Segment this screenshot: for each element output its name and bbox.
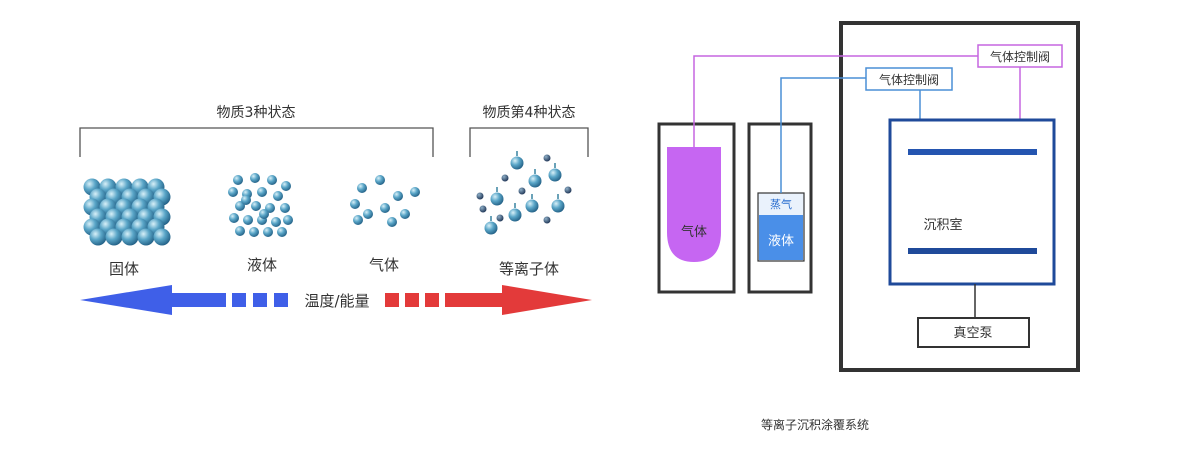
red-arrow <box>445 285 592 315</box>
gas-particles <box>350 175 420 227</box>
gas-control-valve-right <box>977 44 1063 68</box>
three-states-bracket <box>79 127 434 157</box>
liquid-particle <box>267 175 277 185</box>
red-dash-1 <box>385 293 399 307</box>
solid-particle <box>153 228 171 246</box>
liquid-particle <box>283 215 293 225</box>
plasma-particles <box>476 151 572 235</box>
solid-particle <box>105 228 123 246</box>
plasma-ion <box>548 168 562 182</box>
vapor-line <box>780 77 866 193</box>
solid-particle <box>137 228 155 246</box>
gas-tube-label: 气体 <box>681 224 707 240</box>
plasma-electron <box>476 192 484 200</box>
liquid-particle <box>243 215 253 225</box>
plasma-electron <box>501 174 509 182</box>
plasma-electron <box>496 214 504 222</box>
gas-particle <box>375 175 385 185</box>
liquid-particle <box>257 187 267 197</box>
vapor-label: 蒸气 <box>770 197 792 211</box>
plasma-electron <box>543 154 551 162</box>
gas-tube <box>667 147 721 262</box>
red-dash-2 <box>405 293 419 307</box>
liquid-particle <box>228 187 238 197</box>
gas-particle <box>380 203 390 213</box>
plasma-electron <box>543 216 551 224</box>
gas-line <box>693 55 978 147</box>
liquid-particle <box>233 175 243 185</box>
liquid-particle <box>273 191 283 201</box>
liquid-label: 液体 <box>247 256 277 274</box>
solid-label: 固体 <box>109 260 139 278</box>
blue-dash-1 <box>232 293 246 307</box>
liquid-particle <box>277 227 287 237</box>
blue-arrow <box>80 285 226 315</box>
gas-control-valve-left-label: 气体控制阀 <box>879 72 939 87</box>
fourth-state-bracket <box>469 127 589 157</box>
liquid-particles <box>228 173 293 237</box>
temperature-energy-label: 温度/能量 <box>304 292 369 310</box>
gas-particle <box>387 217 397 227</box>
vacuum-pump <box>917 317 1030 348</box>
fourth-state-label: 物质第4种状态 <box>483 104 576 121</box>
liquid-particle <box>271 217 281 227</box>
plasma-ion <box>508 208 522 222</box>
deposition-system-panel: 气体 蒸气 液体 气体控制阀 气体控制阀 沉积室 真空泵 等离子沉积涂覆系统 <box>657 21 1080 432</box>
red-dash-3 <box>425 293 439 307</box>
liquid-particle <box>250 173 260 183</box>
plasma-ion <box>528 174 542 188</box>
temperature-energy-arrow: 温度/能量 <box>80 285 592 315</box>
gas-control-valve-left <box>865 67 953 91</box>
gas-label: 气体 <box>369 256 399 274</box>
plasma-ion <box>525 199 539 213</box>
liquid-particle <box>259 209 269 219</box>
gas-particle <box>350 199 360 209</box>
gas-particle <box>357 183 367 193</box>
three-states-label: 物质3种状态 <box>217 105 296 121</box>
gas-particle <box>363 209 373 219</box>
liquid-vessel-label: 液体 <box>768 234 794 249</box>
liquid-particle <box>235 226 245 236</box>
states-of-matter-panel: 物质3种状态 物质第4种状态 固体 液体 气体 等离子体 温度/能量 <box>79 104 592 315</box>
plasma-electron <box>564 186 572 194</box>
gas-particle <box>353 215 363 225</box>
plasma-electron <box>518 187 526 195</box>
solid-particle <box>89 228 107 246</box>
plasma-ion <box>510 156 524 170</box>
liquid-particle <box>280 203 290 213</box>
top-plate <box>908 149 1037 155</box>
bottom-plate <box>908 248 1037 254</box>
liquid-particle <box>229 213 239 223</box>
solid-particles <box>83 178 171 246</box>
deposition-chamber <box>888 118 1056 286</box>
liquid-particle <box>249 227 259 237</box>
liquid-particle <box>241 195 251 205</box>
gas-control-valve-right-label: 气体控制阀 <box>990 49 1050 64</box>
plasma-ion <box>484 221 498 235</box>
gas-particle <box>400 209 410 219</box>
plasma-ion <box>551 199 565 213</box>
vacuum-pump-label: 真空泵 <box>953 326 992 341</box>
blue-dash-2 <box>253 293 267 307</box>
deposition-chamber-label: 沉积室 <box>923 217 962 233</box>
liquid-particle <box>281 181 291 191</box>
liquid-particle <box>251 201 261 211</box>
system-caption: 等离子沉积涂覆系统 <box>761 417 869 432</box>
plasma-ion <box>490 192 504 206</box>
solid-particle <box>121 228 139 246</box>
liquid-particle <box>263 227 273 237</box>
blue-dash-3 <box>274 293 288 307</box>
gas-particle <box>410 187 420 197</box>
plasma-label: 等离子体 <box>499 260 559 278</box>
gas-particle <box>393 191 403 201</box>
plasma-electron <box>479 205 487 213</box>
liquid-fill <box>759 215 803 260</box>
